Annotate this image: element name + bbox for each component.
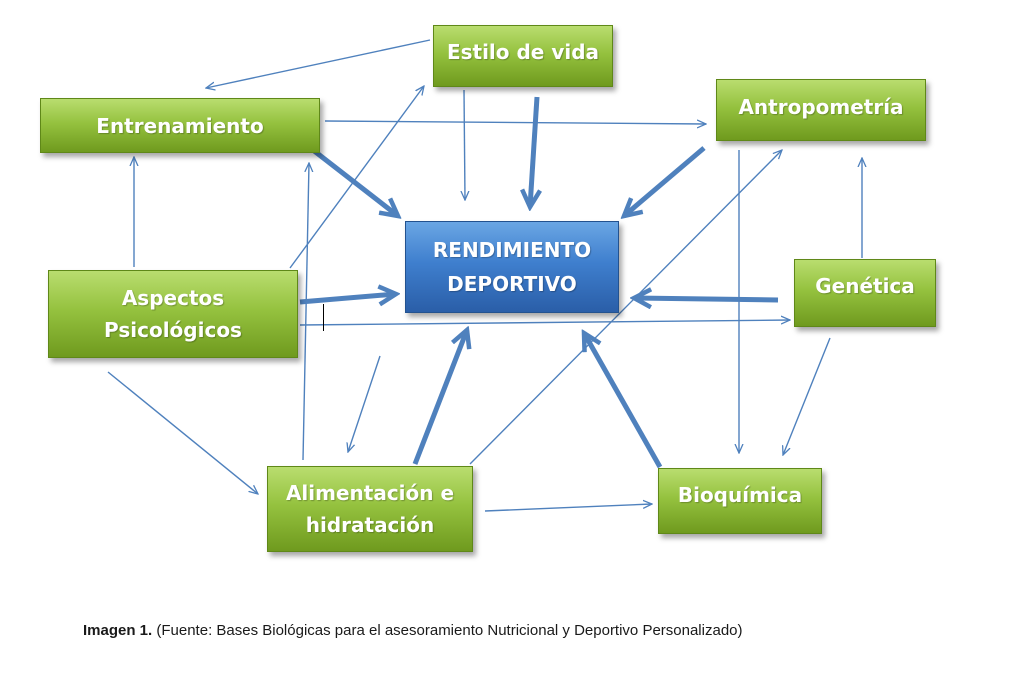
node-genetica: Genética bbox=[794, 259, 936, 327]
arrow-genetica-to-rendimiento bbox=[634, 298, 779, 300]
node-aspectos-psicologicos: Aspectos Psicológicos bbox=[48, 270, 298, 358]
arrow-antropometria-to-rendimiento bbox=[624, 146, 706, 216]
caption-text: (Fuente: Bases Biológicas para el asesor… bbox=[152, 622, 743, 639]
arrow-aspectos-to-genetica bbox=[299, 320, 790, 326]
node-rendimiento-deportivo: RENDIMIENTO DEPORTIVO bbox=[405, 221, 619, 313]
arrow-bioquimica-to-rendimiento bbox=[584, 333, 663, 469]
text-cursor bbox=[323, 304, 324, 331]
arrow-estilo-to-entrenamiento bbox=[206, 39, 431, 88]
node-alimentacion-hidratacion: Alimentación e hidratación bbox=[267, 466, 473, 552]
arrow-alimentacion-to-bioquimica bbox=[484, 504, 652, 512]
arrow-entrenamiento-to-rendimiento bbox=[311, 148, 398, 216]
arrow-alimentacion-to-rendimiento bbox=[412, 330, 467, 465]
node-estilo-de-vida: Estilo de vida bbox=[433, 25, 613, 87]
arrow-middle-down bbox=[348, 355, 381, 452]
figure-caption: Imagen 1. (Fuente: Bases Biológicas para… bbox=[83, 618, 943, 644]
arrow-aspectos-to-alimentacion bbox=[107, 371, 258, 494]
arrow-estilo-down bbox=[464, 89, 465, 200]
arrow-estilo-to-rendimiento bbox=[530, 96, 537, 207]
arrow-entrenamiento-to-antropometria bbox=[324, 121, 706, 124]
node-entrenamiento: Entrenamiento bbox=[40, 98, 320, 153]
arrow-alimentacion-to-antropometria bbox=[469, 150, 782, 465]
arrow-aspectos-to-rendimiento bbox=[299, 294, 396, 302]
node-antropometria: Antropometría bbox=[716, 79, 926, 141]
node-bioquimica: Bioquímica bbox=[658, 468, 822, 534]
caption-label: Imagen 1. bbox=[83, 622, 153, 639]
arrow-genetica-to-bioquimica bbox=[783, 337, 831, 455]
arrow-alimentacion-to-entrenamiento bbox=[302, 163, 309, 461]
arrow-aspectos-to-estilo bbox=[289, 86, 424, 269]
